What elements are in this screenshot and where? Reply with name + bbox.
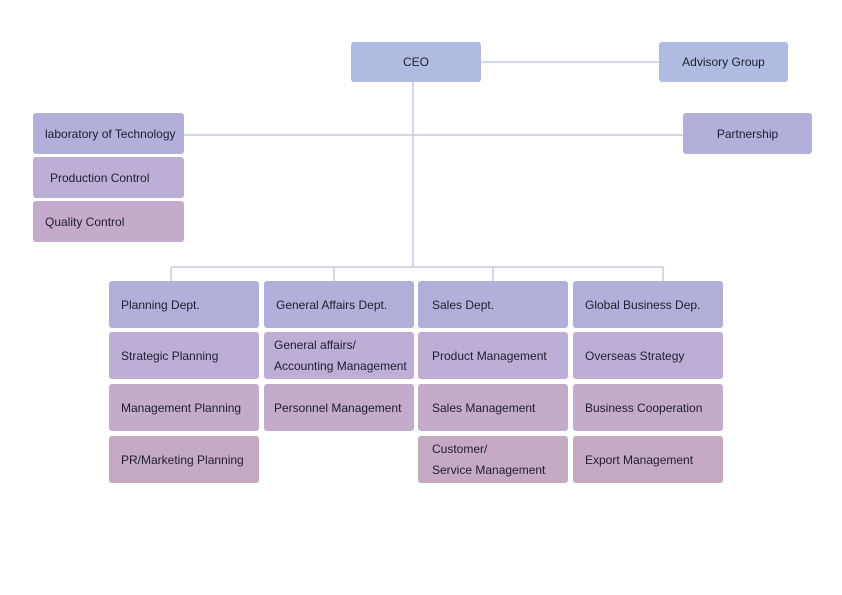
advisory-group-label: Advisory Group xyxy=(682,55,765,69)
overseas-strategy-box: Overseas Strategy xyxy=(573,332,723,379)
sales-dept-box: Sales Dept. xyxy=(418,281,568,328)
business-cooperation-box: Business Cooperation xyxy=(573,384,723,431)
unit-label: Business Cooperation xyxy=(585,400,703,415)
ceo-box: CEO xyxy=(351,42,481,82)
unit-label: Sales Management xyxy=(432,400,536,415)
quality-control-label: Quality Control xyxy=(45,214,125,229)
sales-management-box: Sales Management xyxy=(418,384,568,431)
dept-label: General Affairs Dept. xyxy=(276,297,388,312)
unit-label: Product Management xyxy=(432,348,547,363)
ceo-label: CEO xyxy=(402,55,429,69)
multiline-label: General affairs/ Accounting Management xyxy=(274,335,407,377)
export-management-box: Export Management xyxy=(573,436,723,483)
production-control-box: Production Control xyxy=(33,157,184,198)
unit-label: Export Management xyxy=(585,452,694,467)
partnership-label: Partnership xyxy=(716,126,779,141)
quality-control-box: Quality Control xyxy=(33,201,184,242)
dept-label: Global Business Dep. xyxy=(585,297,701,312)
personnel-management-box: Personnel Management xyxy=(264,384,414,431)
pr-marketing-planning-box: PR/Marketing Planning xyxy=(109,436,259,483)
unit-label: Overseas Strategy xyxy=(585,348,685,363)
production-control-label: Production Control xyxy=(50,170,150,185)
laboratory-of-technology-box: laboratory of Technology xyxy=(33,113,184,154)
general-affairs-dept-box: General Affairs Dept. xyxy=(264,281,414,328)
unit-label: PR/Marketing Planning xyxy=(121,452,244,467)
label-line: Accounting Management xyxy=(274,358,407,373)
customer-service-management-box: Customer/ Service Management xyxy=(418,436,568,483)
unit-label: Personnel Management xyxy=(274,400,402,415)
dept-label: Planning Dept. xyxy=(121,297,200,312)
product-management-box: Product Management xyxy=(418,332,568,379)
partnership-box: Partnership xyxy=(683,113,812,154)
dept-label: Sales Dept. xyxy=(432,297,495,312)
global-business-dept-box: Global Business Dep. xyxy=(573,281,723,328)
unit-label: Management Planning xyxy=(121,400,242,415)
general-affairs-accounting-box: General affairs/ Accounting Management xyxy=(264,332,414,379)
laboratory-label: laboratory of Technology xyxy=(45,126,176,141)
label-line: General affairs/ xyxy=(274,337,356,352)
unit-label: Strategic Planning xyxy=(121,348,219,363)
label-line: Service Management xyxy=(432,462,546,477)
advisory-group-box: Advisory Group xyxy=(659,42,788,82)
planning-dept-box: Planning Dept. xyxy=(109,281,259,328)
management-planning-box: Management Planning xyxy=(109,384,259,431)
strategic-planning-box: Strategic Planning xyxy=(109,332,259,379)
multiline-label: Customer/ Service Management xyxy=(432,439,545,481)
label-line: Customer/ xyxy=(432,441,488,456)
